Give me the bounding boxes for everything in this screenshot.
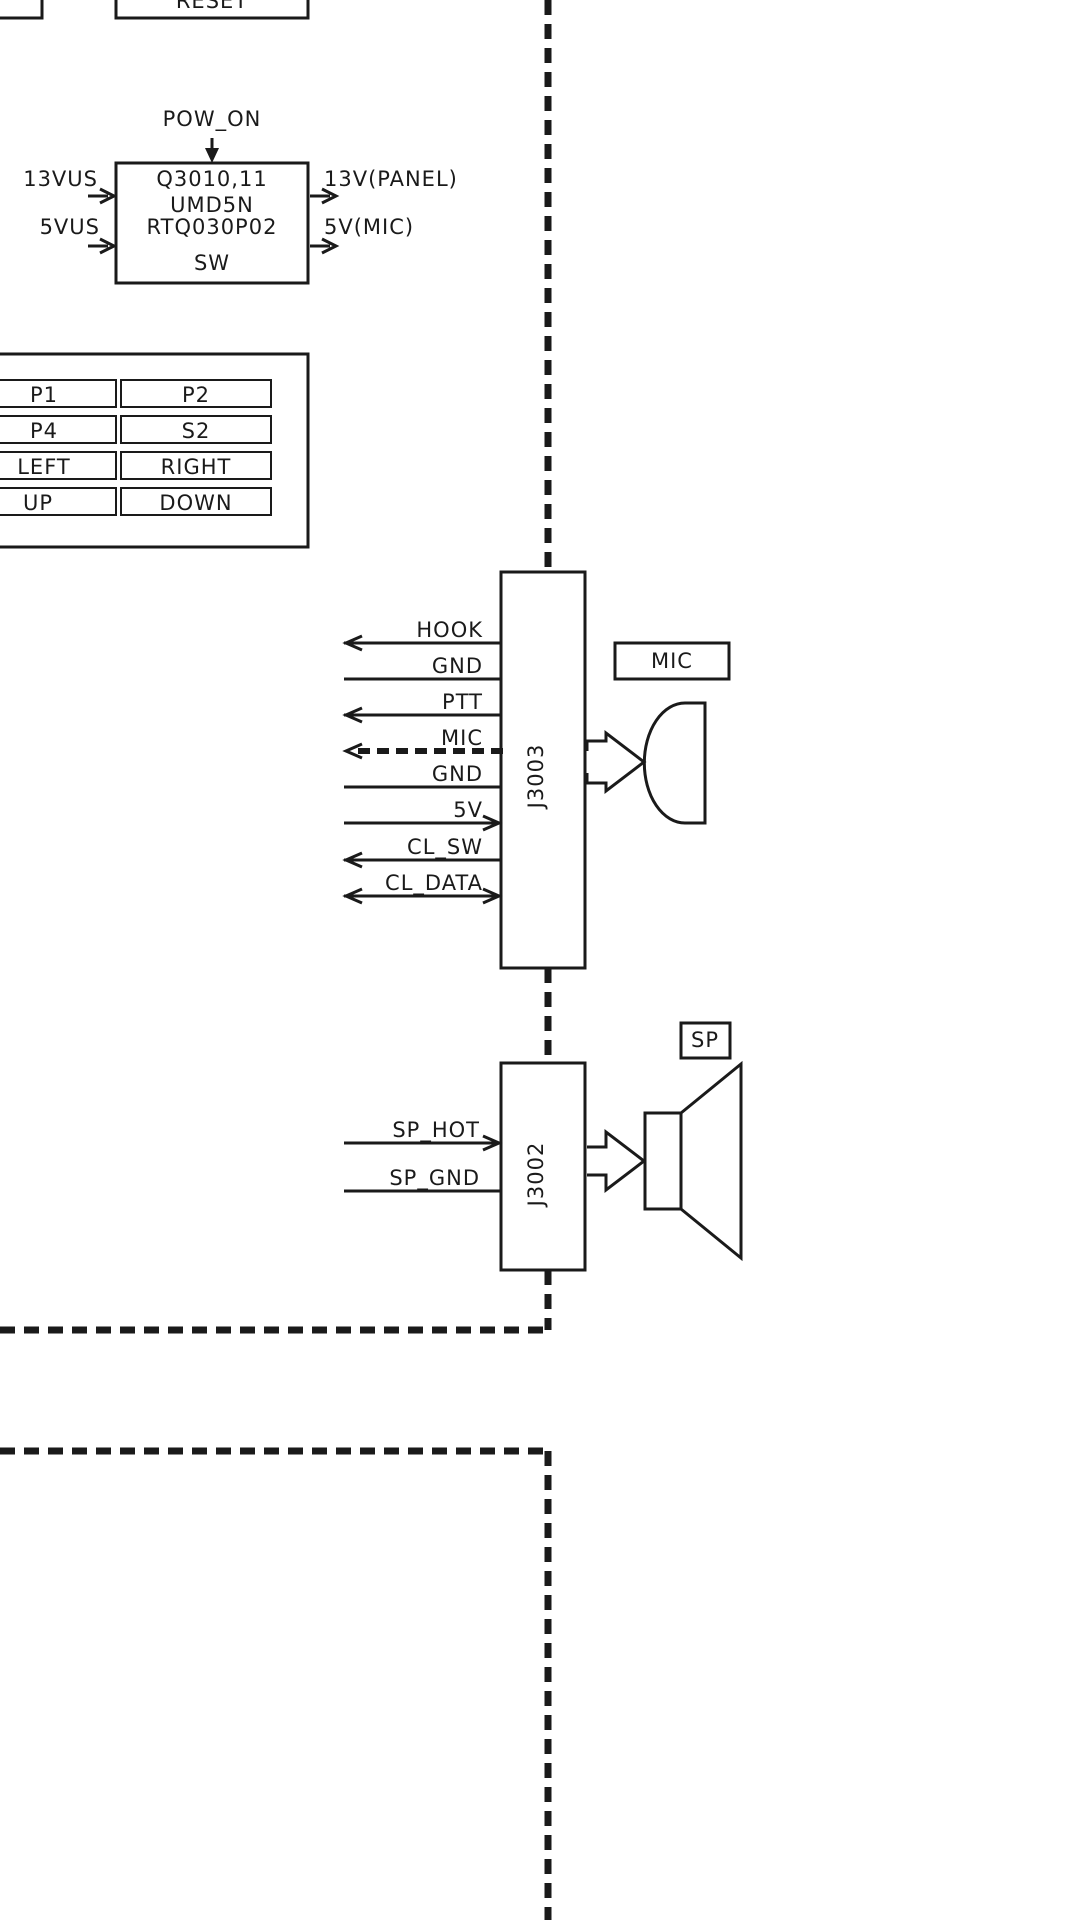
switch-line-3: RTQ030P02 xyxy=(147,215,278,239)
key-p1-label: P1 xyxy=(30,383,58,407)
j3003-label: J3003 xyxy=(524,744,548,811)
j3002-to-speaker-hollow-arrow xyxy=(587,1128,647,1194)
right-edge-strip xyxy=(1062,0,1080,1920)
input-13vus-arrow xyxy=(99,187,118,205)
mic-component-label: MIC xyxy=(651,649,693,673)
j3003-to-mic-hollow-arrow xyxy=(585,729,647,795)
key-cell xyxy=(0,379,117,408)
output-13v-arrow xyxy=(321,187,340,205)
switch-line-2: UMD5N xyxy=(170,193,254,217)
5v-pin-label: 5V xyxy=(453,798,483,822)
key-cell xyxy=(120,415,272,444)
key-cell xyxy=(0,415,117,444)
hook-pin-label: HOOK xyxy=(416,618,483,642)
reset-label: RESET xyxy=(176,0,248,13)
sp-hot-pin-label: SP_HOT xyxy=(392,1118,480,1143)
left-partial-box xyxy=(0,0,44,20)
pow-on-arrow-head xyxy=(205,148,219,163)
sp-gnd-pin-label: SP_GND xyxy=(389,1166,480,1191)
input-13vus-label: 13VUS xyxy=(23,167,98,191)
key-p2-label: P2 xyxy=(182,383,210,407)
cl-sw-arrow-left xyxy=(342,851,363,869)
j3003-connector: J3003 HOOK GND PTT MIC GND 5V CL_SW CL_D… xyxy=(342,570,587,970)
sp-hot-arrow-right xyxy=(482,1134,503,1152)
mic-pin-label: MIC xyxy=(441,726,483,750)
j3002-connector: J3002 SP_HOT SP_GND xyxy=(344,1061,587,1272)
hook-arrow-left xyxy=(342,634,363,652)
sp-component-label: SP xyxy=(691,1028,719,1052)
gnd-pin-label: GND xyxy=(432,654,483,678)
ptt-pin-label: PTT xyxy=(442,690,483,714)
gnd2-pin-label: GND xyxy=(432,762,483,786)
top-partial-boxes: RESET xyxy=(0,0,310,20)
cl-data-arrow-left xyxy=(342,887,363,905)
mic-arrow-left xyxy=(342,742,363,760)
j3003-box xyxy=(499,570,587,970)
microphone-symbol: MIC xyxy=(613,641,731,825)
input-5vus-arrow xyxy=(99,237,118,255)
key-cell xyxy=(0,487,117,516)
key-left-label: LEFT xyxy=(17,455,71,479)
power-switch-block: POW_ON Q3010,11 UMD5N RTQ030P02 SW 13VUS… xyxy=(23,107,458,285)
output-5v-mic-label: 5V(MIC) xyxy=(324,215,414,239)
switch-box xyxy=(114,161,310,285)
reset-box xyxy=(114,0,310,20)
j3002-label: J3002 xyxy=(524,1142,548,1209)
key-cell xyxy=(120,487,272,516)
speaker-symbol: SP xyxy=(643,1021,743,1262)
speaker-icon-body xyxy=(643,1111,683,1211)
cl-data-arrow-right xyxy=(482,887,503,905)
5v-arrow-right xyxy=(482,814,503,832)
key-s2-label: S2 xyxy=(182,419,211,443)
output-13v-panel-label: 13V(PANEL) xyxy=(324,167,458,191)
sp-label-box xyxy=(679,1021,732,1060)
key-right-label: RIGHT xyxy=(161,455,232,479)
cl-sw-pin-label: CL_SW xyxy=(407,835,483,860)
key-cell xyxy=(120,451,272,480)
key-cell xyxy=(120,379,272,408)
key-matrix: P1 P2 P4 S2 LEFT RIGHT UP DOWN xyxy=(0,352,310,549)
switch-line-1: Q3010,11 xyxy=(156,167,267,191)
key-cell xyxy=(0,451,117,480)
key-up-label: UP xyxy=(23,491,53,515)
microphone-icon xyxy=(642,701,707,825)
pow-on-label: POW_ON xyxy=(163,107,262,132)
output-5v-arrow xyxy=(321,237,340,255)
speaker-icon-cone xyxy=(680,1060,743,1262)
cl-data-pin-label: CL_DATA xyxy=(385,871,483,896)
key-p4-label: P4 xyxy=(30,419,58,443)
dashed-boundaries xyxy=(0,0,552,1920)
input-5vus-label: 5VUS xyxy=(40,215,100,239)
j3002-box xyxy=(499,1061,587,1272)
mic-label-box xyxy=(613,641,731,681)
key-down-label: DOWN xyxy=(159,491,232,515)
ptt-arrow-left xyxy=(342,706,363,724)
switch-line-4: SW xyxy=(194,251,230,275)
